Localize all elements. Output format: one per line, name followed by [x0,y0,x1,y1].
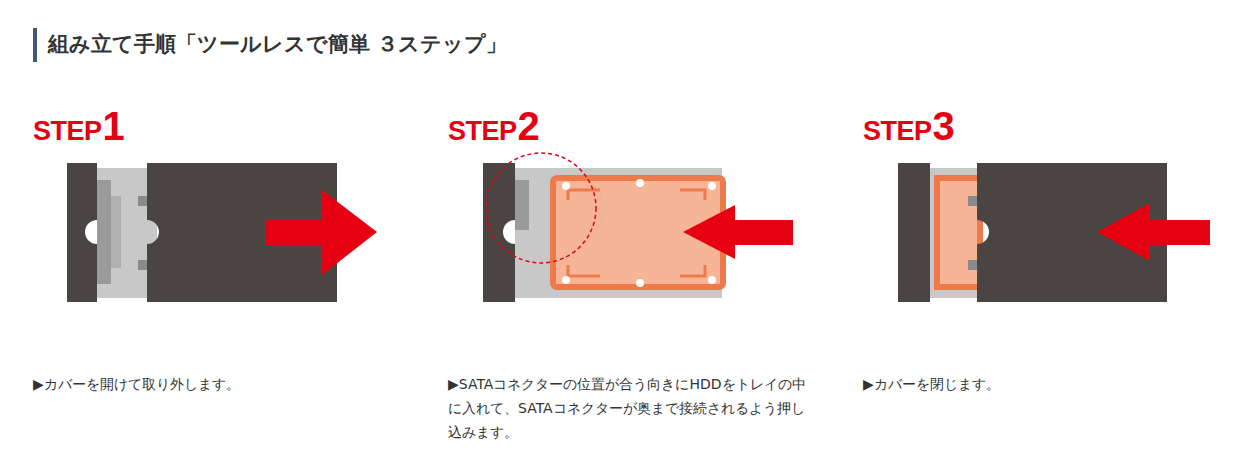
step-number: 2 [518,104,540,149]
step-number: 3 [933,104,955,149]
step-caption: ▶カバーを開けて取り外します。 [33,372,393,396]
diagram-title: 組み立て手順「ツールレスで簡単 ３ステップ」 [48,30,507,58]
step2-illustration [483,153,793,302]
step-word: STEP [863,116,932,147]
step-word: STEP [448,116,517,147]
step3-illustration [898,163,1210,302]
step-word: STEP [33,116,102,147]
step-number: 1 [103,104,125,149]
step-caption: ▶SATAコネクターの位置が合う向きにHDDをトレイの中に入れて、SATAコネク… [448,372,808,444]
step1-illustration [67,163,377,302]
title-bar [33,28,37,62]
step-caption: ▶カバーを閉じます。 [863,372,1223,396]
